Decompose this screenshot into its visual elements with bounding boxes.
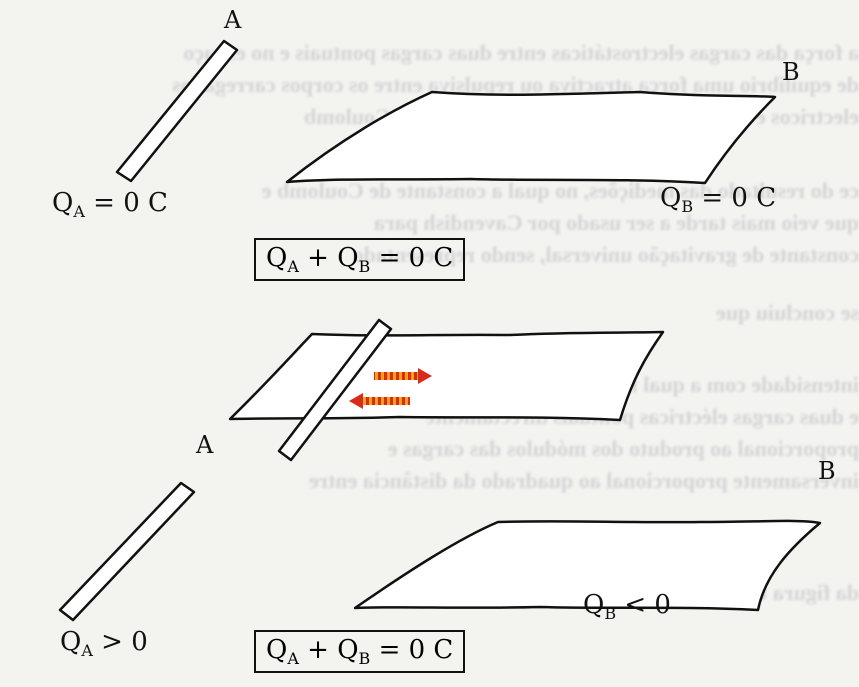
charge-a-top: QA = 0 C [52,188,168,222]
charge-b-bottom: QB < 0 [583,590,671,624]
rod-a-top [115,39,239,183]
sheet-b-label-bottom: B [818,457,836,485]
sheet-b-top [285,90,777,185]
sheet-b-rubbing [228,330,665,422]
sheet-b-charged [353,519,822,612]
charge-a-bottom: QA > 0 [60,627,148,661]
rod-a-charged [58,481,196,622]
rod-a-label-top: A [224,6,242,34]
total-charge-box-top: QA + QB = 0 C [254,238,466,282]
rod-a-label-bottom: A [196,431,214,459]
sheet-b-label-top: B [782,58,800,86]
friction-arrow-right [374,368,432,384]
friction-arrow-left [349,393,410,409]
rod-a-rubbing [277,318,393,462]
total-charge-box-bottom: QA + QB = 0 C [254,630,466,674]
charge-b-top: QB = 0 C [660,183,777,217]
